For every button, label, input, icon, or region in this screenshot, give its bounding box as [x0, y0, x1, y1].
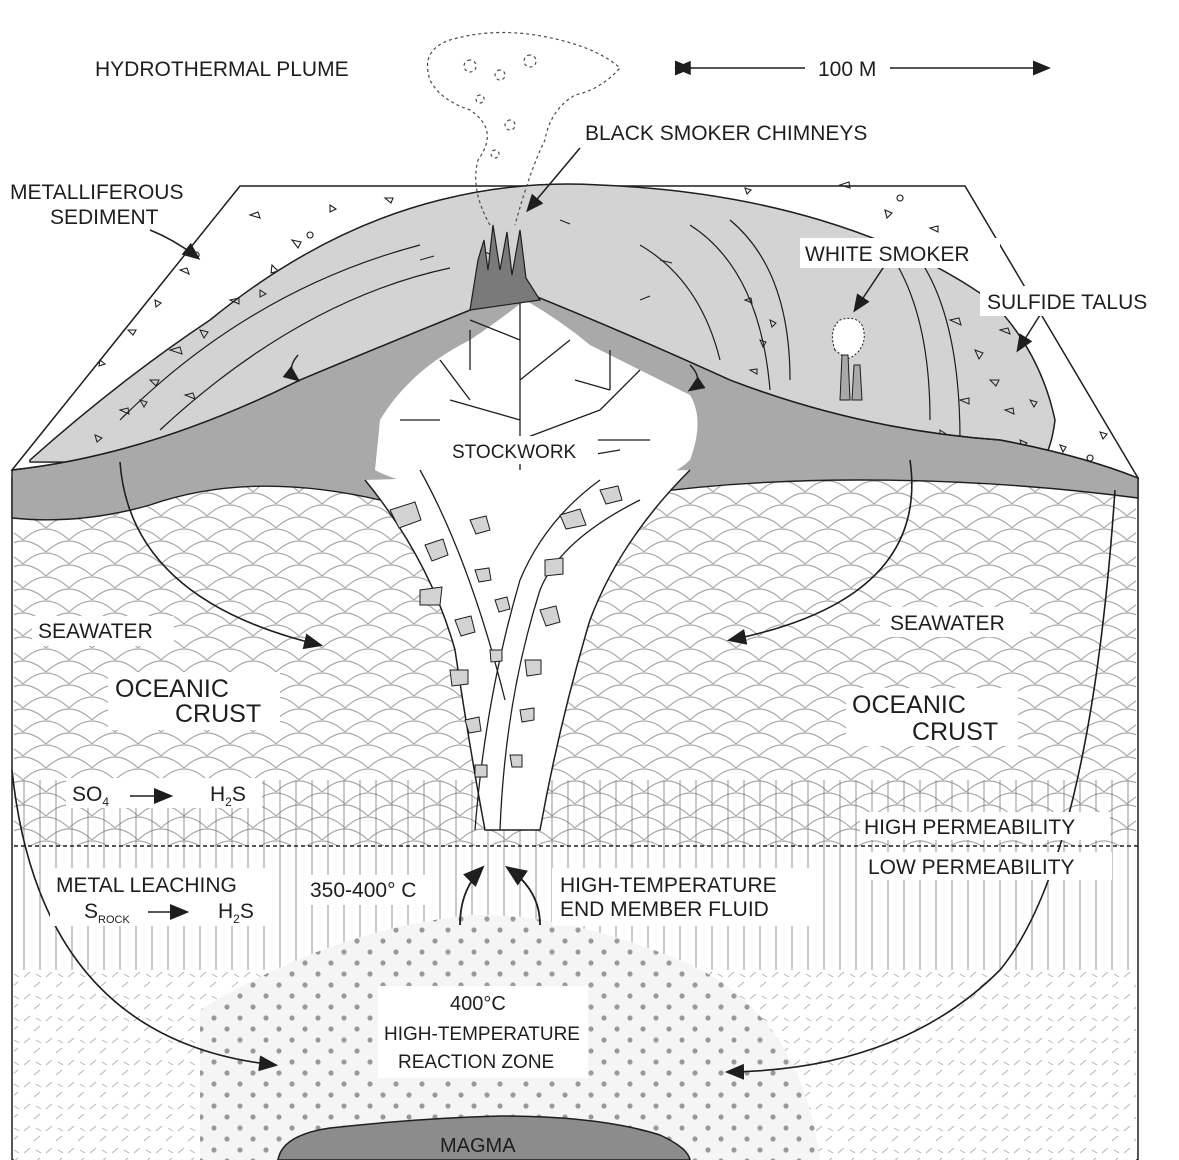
label-high-permeability: HIGH PERMEABILITY [864, 816, 1075, 839]
label-stockwork: STOCKWORK [452, 442, 577, 463]
label-seawater-left: SEAWATER [38, 620, 153, 643]
label-seawater-right: SEAWATER [890, 612, 1005, 635]
label-ht-fluid-1: HIGH-TEMPERATURE [560, 874, 777, 897]
label-metal-leaching: METAL LEACHING [56, 874, 237, 897]
label-oceanic-right: OCEANIC [852, 691, 966, 719]
label-crust-left: CRUST [175, 700, 261, 728]
label-black-smoker: BLACK SMOKER CHIMNEYS [585, 122, 867, 145]
label-reaction-1: HIGH-TEMPERATURE [384, 1024, 580, 1045]
label-low-permeability: LOW PERMEABILITY [868, 856, 1075, 879]
label-crust-right: CRUST [912, 718, 998, 746]
label-sulfide-talus: SULFIDE TALUS [987, 291, 1147, 314]
label-white-smoker: WHITE SMOKER [805, 243, 970, 266]
label-scale-100m: 100 M [818, 58, 876, 81]
label-metalliferous: METALLIFEROUS [10, 181, 183, 204]
label-oceanic-left: OCEANIC [115, 675, 229, 703]
label-reaction-2: REACTION ZONE [398, 1052, 554, 1073]
label-magma: MAGMA [440, 1135, 516, 1157]
label-hydrothermal-plume: HYDROTHERMAL PLUME [95, 58, 349, 81]
label-sediment: SEDIMENT [50, 206, 159, 229]
label-ht-fluid-2: END MEMBER FLUID [560, 898, 769, 921]
label-reaction-temp: 400°C [450, 993, 506, 1015]
label-temp-range: 350-400° C [310, 879, 416, 902]
